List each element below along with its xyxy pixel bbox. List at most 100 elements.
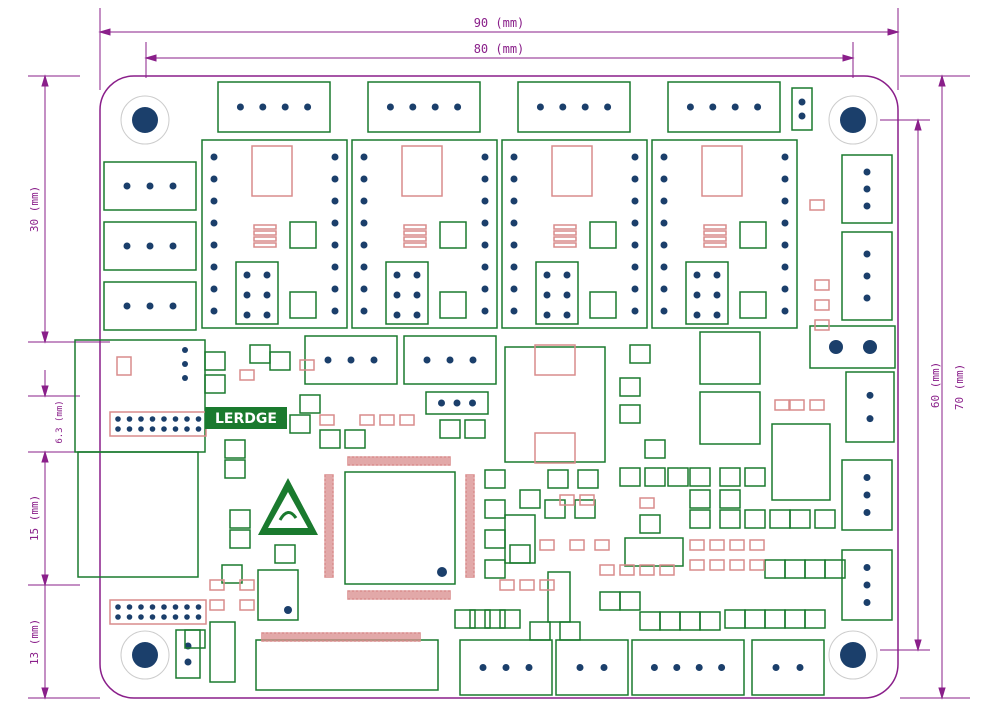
- pin-pad: [149, 426, 156, 432]
- mcu-pin: [439, 590, 443, 600]
- small-ic: [289, 291, 317, 319]
- ribbon-pin: [269, 632, 273, 642]
- mcu-pin: [324, 486, 334, 490]
- pin-pad: [660, 197, 668, 205]
- pin-pad: [331, 285, 339, 293]
- mcu-pin: [407, 590, 411, 600]
- passive-component: [547, 469, 569, 489]
- pin-pad: [210, 197, 218, 205]
- pin-pad: [169, 242, 177, 250]
- silk-footprint: [594, 539, 610, 551]
- mcu-pin: [447, 456, 451, 466]
- pin-pad: [781, 153, 789, 161]
- pin-pad: [660, 241, 668, 249]
- flash-chip: [257, 569, 299, 621]
- passive-component: [769, 509, 791, 529]
- pin-pad: [863, 474, 871, 481]
- usb-slot: [116, 356, 132, 376]
- pin-pad: [138, 614, 144, 620]
- ribbon-pin: [265, 632, 269, 642]
- mcu-pin: [415, 456, 419, 466]
- mcu-pin: [324, 570, 334, 574]
- dim-label-70mm: 70 (mm): [953, 364, 966, 410]
- pin-pad: [453, 399, 461, 407]
- passive-component: [744, 609, 766, 629]
- mcu-pin: [465, 574, 475, 578]
- pin-pad: [126, 426, 133, 432]
- pin-pad: [393, 311, 401, 319]
- pin-pad: [409, 103, 417, 111]
- resistor: [253, 224, 277, 230]
- pin-pad: [182, 361, 188, 367]
- pin-pad: [184, 658, 192, 666]
- passive-component: [221, 564, 243, 584]
- mcu-pin: [443, 456, 447, 466]
- passive-component: [184, 629, 206, 649]
- silk-footprint: [359, 414, 375, 426]
- pin-pad: [184, 614, 190, 620]
- pin-pad: [413, 311, 421, 319]
- small-ic: [739, 221, 767, 249]
- mcu-pin: [465, 550, 475, 554]
- passive-component: [224, 439, 246, 459]
- board-components: [74, 81, 896, 696]
- pin-pad: [331, 263, 339, 271]
- mcu-pin: [324, 474, 334, 478]
- ribbon-pin: [281, 632, 285, 642]
- ribbon-pin: [293, 632, 297, 642]
- stepper-driver-socket: [351, 139, 498, 329]
- pin-pad: [263, 291, 271, 299]
- connector: [367, 81, 481, 133]
- resistor: [403, 230, 427, 236]
- pin-pad: [161, 604, 167, 610]
- mcu-pin: [465, 478, 475, 482]
- mcu-pin: [465, 570, 475, 574]
- pin-pad: [115, 614, 121, 620]
- pin-pad: [563, 271, 571, 279]
- pin-pad: [126, 416, 133, 422]
- pin-pad: [413, 291, 421, 299]
- passive-component: [719, 467, 741, 487]
- passive-component: [509, 544, 531, 564]
- pin-pad: [263, 271, 271, 279]
- pin-pad: [693, 291, 701, 299]
- passive-component: [619, 591, 641, 611]
- driver-chip: [701, 145, 743, 197]
- pin-pad: [781, 175, 789, 183]
- pin-pad: [123, 302, 131, 310]
- pin-pad: [781, 285, 789, 293]
- passive-component: [577, 469, 599, 489]
- mcu-pin: [324, 566, 334, 570]
- pin-pad: [543, 291, 551, 299]
- mcu-pin: [465, 502, 475, 506]
- mcu-pin: [465, 514, 475, 518]
- jumper-block: [535, 261, 579, 325]
- resistor: [553, 242, 577, 248]
- pin-pad: [182, 347, 188, 353]
- pin-pad: [660, 263, 668, 271]
- pin-pad: [146, 302, 154, 310]
- silk-footprint: [569, 539, 585, 551]
- pin-pad: [510, 241, 518, 249]
- connector: [845, 371, 895, 443]
- mcu-pin: [423, 456, 427, 466]
- board-outline: [99, 75, 899, 699]
- pin-pad: [161, 426, 167, 432]
- pin-pad: [863, 250, 871, 258]
- ribbon-pin: [305, 632, 309, 642]
- passive-component: [204, 351, 226, 371]
- silk-footprint: [789, 399, 805, 411]
- pin-pad: [210, 307, 218, 315]
- dim-label-30mm: 30 (mm): [28, 186, 41, 232]
- mcu-pin: [324, 554, 334, 558]
- pin-pad: [115, 416, 121, 422]
- silk-footprint: [729, 539, 745, 551]
- mcu-pin: [351, 456, 355, 466]
- mcu-pin: [395, 590, 399, 600]
- pin-pad: [331, 219, 339, 227]
- pin-pad: [631, 307, 639, 315]
- connector: [517, 81, 631, 133]
- pin-pad: [195, 416, 202, 422]
- ribbon-pin: [365, 632, 369, 642]
- mcu-pin: [351, 590, 355, 600]
